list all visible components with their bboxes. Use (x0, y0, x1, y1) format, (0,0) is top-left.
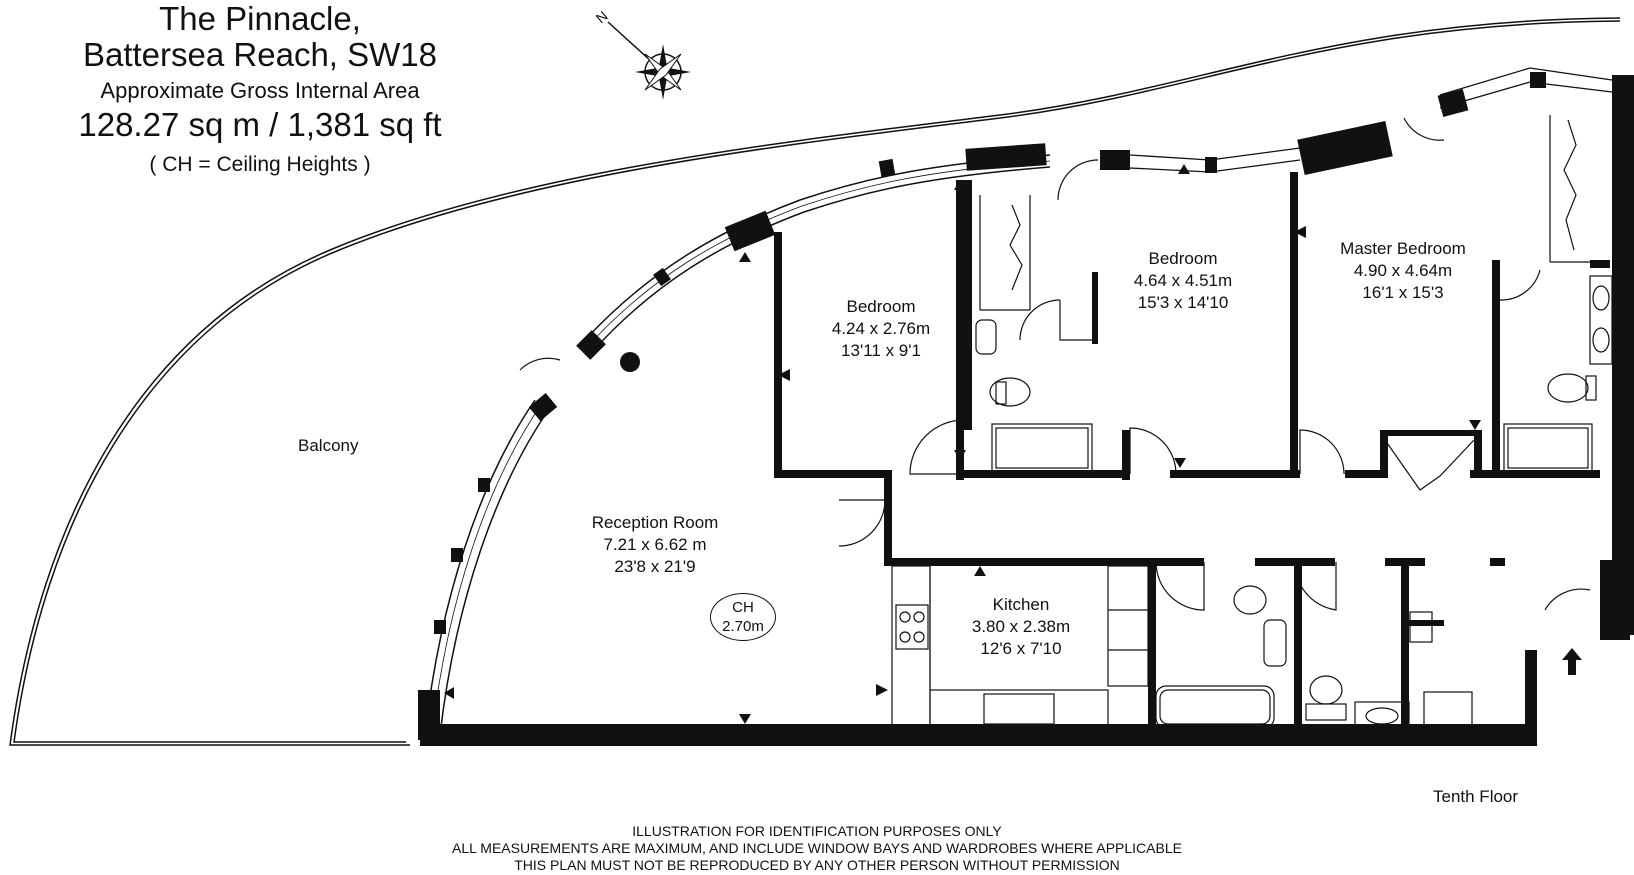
bathroom-fixtures (975, 275, 1613, 731)
property-address: Battersea Reach, SW18 (82, 36, 437, 73)
upper-windows (1129, 67, 1613, 173)
area-value: 128.27 sq m / 1,381 sq ft (78, 106, 442, 143)
area-caption: Approximate Gross Internal Area (100, 78, 420, 103)
disclaimer-line: ILLUSTRATION FOR IDENTIFICATION PURPOSES… (632, 823, 1002, 839)
room-name: Master Bedroom (1340, 239, 1466, 258)
room-name: Reception Room (591, 513, 719, 532)
entrance-arrow-icon (1562, 648, 1582, 675)
room-master-bedroom: Master Bedroom 4.90 x 4.64m 16'1 x 15'3 (1340, 238, 1466, 304)
room-imperial: 12'6 x 7'10 (980, 639, 1062, 658)
room-imperial: 13'11 x 9'1 (841, 341, 921, 360)
wardrobes (979, 115, 1590, 491)
disclaimer: ILLUSTRATION FOR IDENTIFICATION PURPOSES… (0, 823, 1634, 874)
room-imperial: 16'1 x 15'3 (1362, 283, 1444, 302)
room-metric: 3.80 x 2.38m (971, 617, 1071, 636)
curved-window-wall (424, 154, 1051, 736)
room-name: Kitchen (992, 595, 1050, 614)
room-balcony: Balcony (298, 436, 359, 455)
room-name: Bedroom (846, 297, 916, 316)
room-metric: 4.64 x 4.51m (1133, 271, 1233, 290)
balcony-outline (9, 17, 1621, 746)
floor-label: Tenth Floor (1433, 787, 1519, 806)
property-title: The Pinnacle, (159, 0, 361, 37)
room-metric: 7.21 x 6.62 m (603, 535, 707, 554)
room-bedroom-2: Bedroom 4.24 x 2.76m 13'11 x 9'1 (832, 296, 930, 362)
dimension-markers (444, 164, 1481, 724)
exterior-walls (420, 560, 1630, 746)
room-name: Bedroom (1148, 249, 1218, 268)
room-metric: 4.90 x 4.64m (1353, 261, 1453, 280)
door-swings (519, 117, 1591, 611)
interior-walls (774, 172, 1610, 728)
room-bedroom-1: Bedroom 4.64 x 4.51m 15'3 x 14'10 (1134, 248, 1232, 314)
compass-north-label: N (593, 8, 611, 27)
ceiling-legend: ( CH = Ceiling Heights ) (149, 153, 371, 176)
disclaimer-line: ALL MEASUREMENTS ARE MAXIMUM, AND INCLUD… (452, 840, 1182, 856)
ceiling-height-label: CH (732, 599, 754, 616)
disclaimer-line: THIS PLAN MUST NOT BE REPRODUCED BY ANY … (514, 857, 1120, 873)
column-dot (620, 352, 640, 372)
kitchen-fittings (891, 565, 1473, 727)
room-kitchen: Kitchen 3.80 x 2.38m 12'6 x 7'10 (972, 594, 1070, 660)
room-imperial: 23'8 x 21'9 (614, 557, 696, 576)
room-imperial: 15'3 x 14'10 (1137, 293, 1229, 312)
compass-rose-icon: N (593, 8, 691, 100)
room-reception: Reception Room 7.21 x 6.62 m 23'8 x 21'9 (592, 512, 719, 578)
room-metric: 4.24 x 2.76m (831, 319, 931, 338)
wall-piers (418, 72, 1634, 740)
ceiling-height-value: 2.70m (722, 618, 764, 635)
ceiling-height-badge: CH 2.70m (710, 593, 776, 641)
